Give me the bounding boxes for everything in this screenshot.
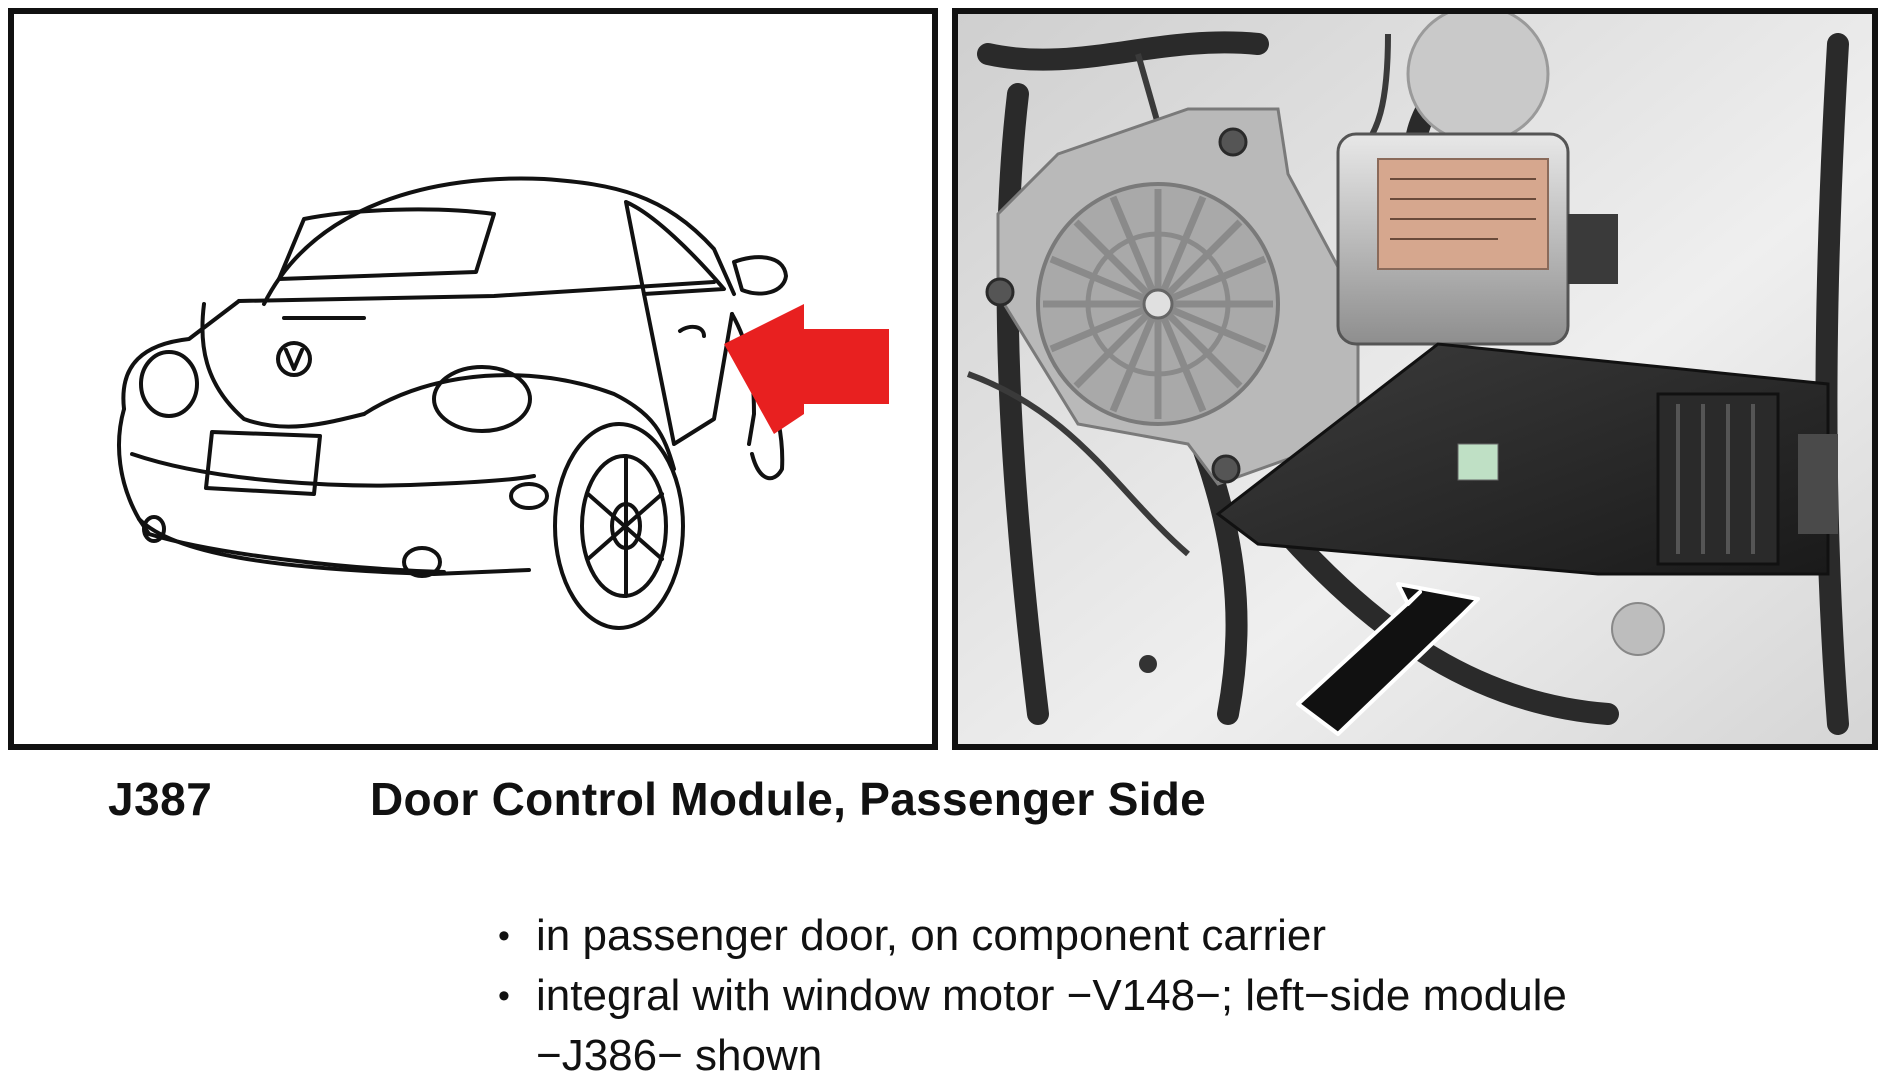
- black-pointer-arrow: [1296, 582, 1480, 736]
- component-notes-list: • in passenger door, on component carrie…: [498, 906, 1758, 1086]
- note-text: integral with window motor −V148−; left−…: [536, 971, 1567, 1020]
- car-line-drawing: [117, 176, 889, 630]
- note-text: −J386− shown: [536, 1031, 823, 1080]
- door-module-photo: [958, 14, 1872, 744]
- note-text: in passenger door, on component carrier: [536, 911, 1327, 960]
- door-module-photo-panel: [952, 8, 1878, 750]
- component-title: Door Control Module, Passenger Side: [370, 773, 1207, 825]
- note-item: • in passenger door, on component carrie…: [498, 906, 1758, 966]
- car-illustration-panel: [8, 8, 938, 750]
- red-pointer-arrow: [724, 304, 889, 434]
- bullet-icon: •: [498, 977, 510, 1015]
- note-item: • integral with window motor −V148−; lef…: [498, 966, 1758, 1026]
- note-item-continuation: −J386− shown: [498, 1026, 1758, 1086]
- component-code: J387: [108, 773, 213, 825]
- bullet-icon: •: [498, 917, 510, 955]
